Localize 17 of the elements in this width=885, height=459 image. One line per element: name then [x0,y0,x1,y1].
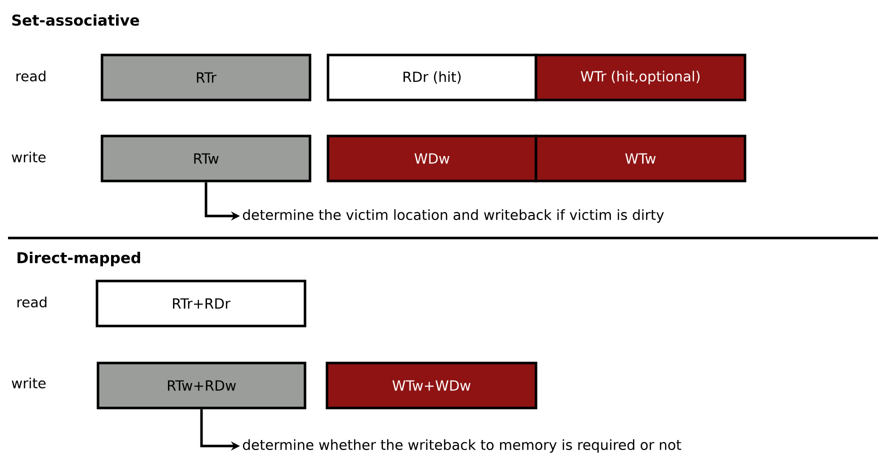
note-text: determine whether the writeback to memory is required or not [242,439,682,453]
stage-box: WDw [326,134,538,182]
stage-box: RTr [100,54,312,102]
stage-box: RTw+RDw [96,362,306,410]
stage-box: WTw+WDw [326,362,538,410]
stage-box: RDr (hit) [326,54,538,102]
stage-box: WTw [534,134,746,182]
note-text: determine the victim location and writeback if victim is dirty [242,209,664,223]
section-heading: Set-associative [12,14,140,26]
stage-box: WTr (hit,optional) [534,54,746,102]
row-label: write [12,152,46,162]
row-label: write [12,378,46,388]
stage-box: RTr+RDr [96,280,306,328]
row-label: read [16,70,46,82]
row-label: read [17,296,46,308]
section-heading: Direct-mapped [18,252,140,266]
stage-box: RTw [100,134,312,182]
